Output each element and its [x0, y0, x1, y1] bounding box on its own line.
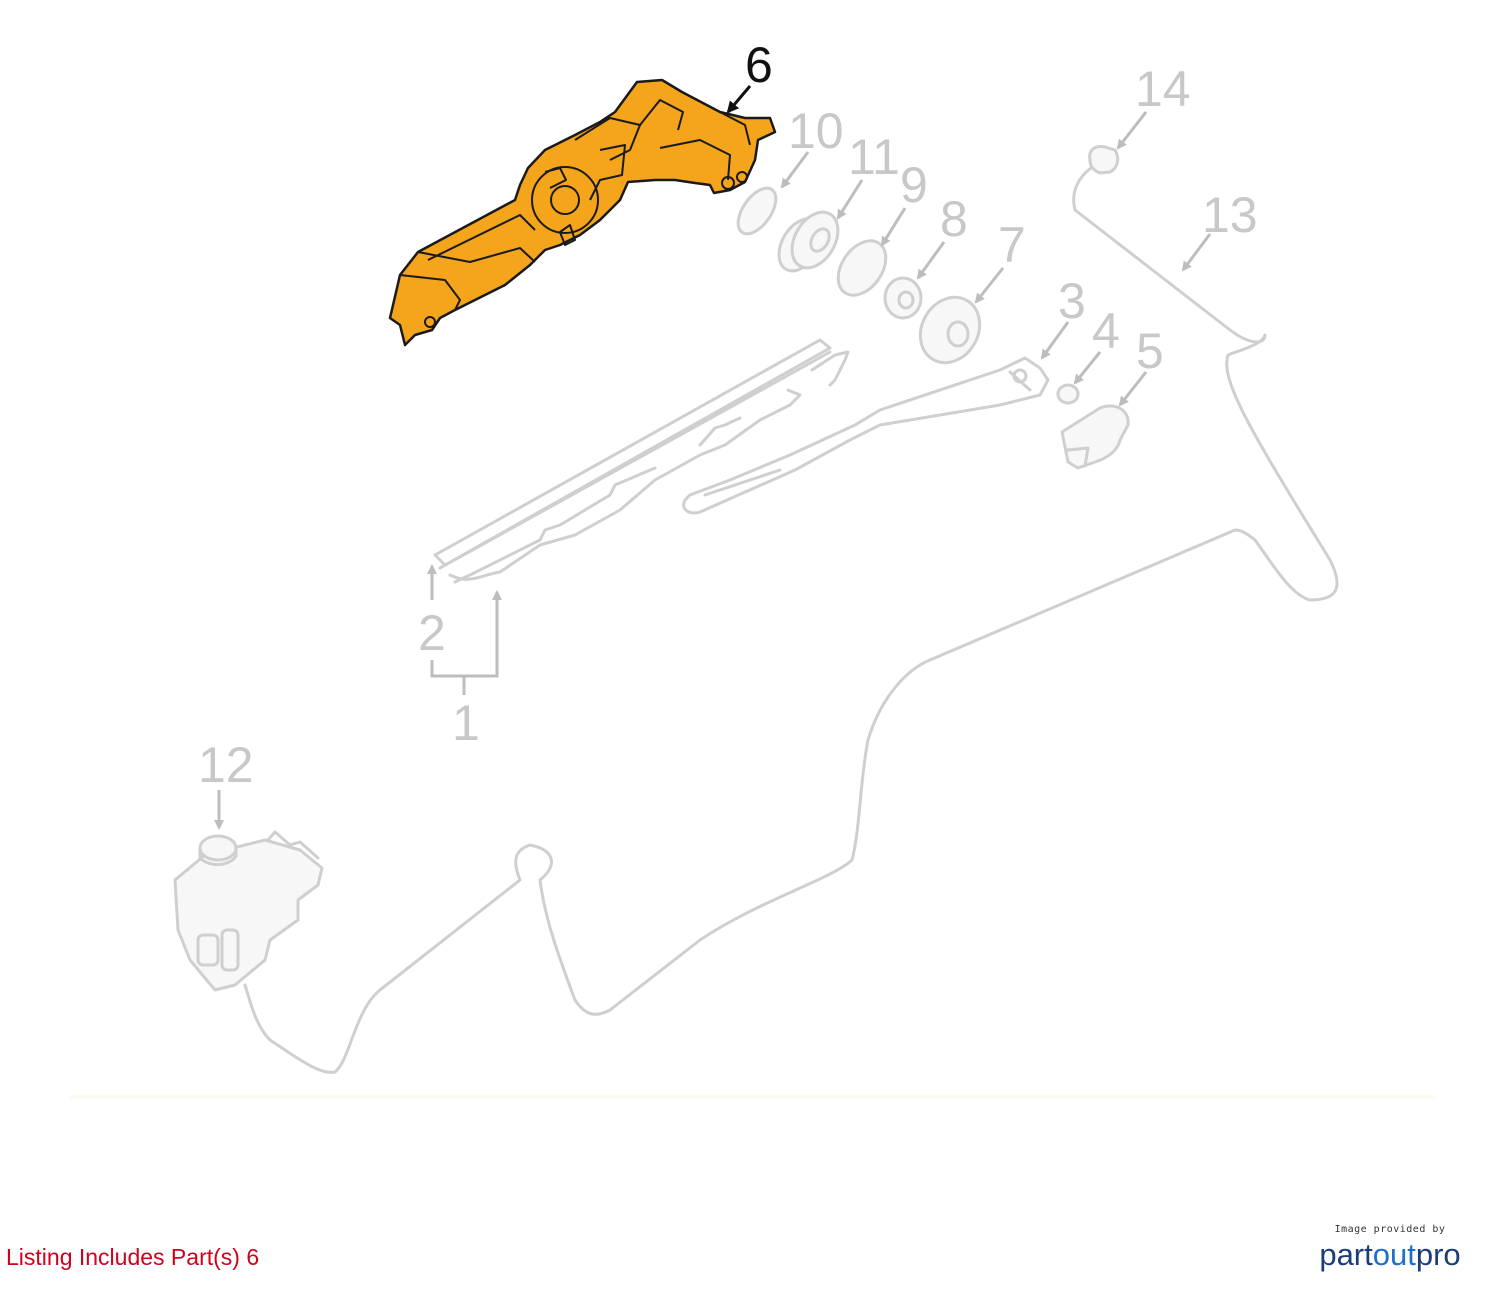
nut-part-4 — [1056, 383, 1080, 405]
callout-11: 11 — [848, 129, 900, 185]
grommet-part-7 — [918, 295, 982, 365]
callout-8: 8 — [940, 191, 968, 247]
logo-text-out: out — [1372, 1237, 1416, 1272]
partoutpro-logo: partoutpro — [1300, 1237, 1480, 1273]
callout-7: 7 — [998, 217, 1026, 273]
image-credit: Image provided by partoutpro — [1300, 1224, 1480, 1273]
washer-part-10 — [736, 186, 778, 236]
callout-12: 12 — [198, 737, 254, 793]
logo-text-pro: pro — [1415, 1237, 1461, 1272]
callout-2: 2 — [418, 605, 446, 661]
callout-10: 10 — [788, 103, 844, 159]
wiper-arm-part-3 — [682, 356, 1050, 515]
logo-text-part: part — [1319, 1237, 1373, 1272]
listing-includes-note: Listing Includes Part(s) 6 — [6, 1244, 260, 1270]
bushing-part-11 — [777, 210, 840, 273]
callout-5: 5 — [1136, 323, 1164, 379]
callout-1: 1 — [452, 695, 480, 751]
credit-caption: Image provided by — [1334, 1224, 1446, 1235]
washer-reservoir-part-12 — [173, 830, 324, 992]
callout-6: 6 — [745, 37, 773, 93]
cap-part-5 — [1060, 404, 1130, 470]
callout-14: 14 — [1135, 61, 1191, 117]
callout-13: 13 — [1202, 187, 1258, 243]
washer-part-9 — [836, 239, 888, 297]
nozzle-fitting-part-14 — [1088, 145, 1120, 175]
wiper-blade-part-2 — [433, 338, 850, 584]
washer-hose-part-13 — [243, 163, 1339, 1074]
nut-part-8 — [883, 276, 923, 320]
callout-4: 4 — [1092, 303, 1120, 359]
callout-9: 9 — [900, 157, 928, 213]
wiper-motor-part-6 — [388, 78, 777, 347]
callout-3: 3 — [1058, 273, 1086, 329]
